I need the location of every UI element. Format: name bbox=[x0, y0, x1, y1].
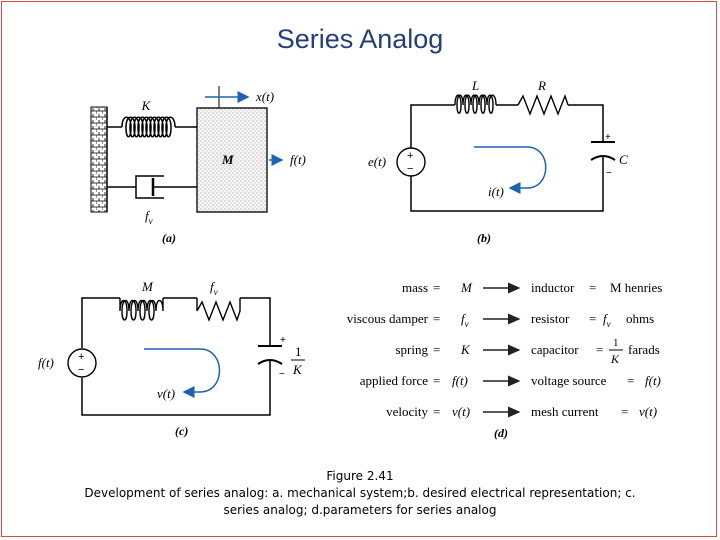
capacitor-label: C bbox=[619, 152, 628, 167]
svg-text:=: = bbox=[433, 373, 440, 388]
analog-resistor-label: fv bbox=[210, 279, 218, 297]
mesh-current-label: i(t) bbox=[488, 184, 504, 199]
svg-text:v(t): v(t) bbox=[639, 404, 657, 419]
applied-force-label: f(t) bbox=[290, 152, 306, 167]
param-row-mass: mass = M inductor = M henries bbox=[402, 280, 662, 295]
svg-text:voltage source: voltage source bbox=[531, 373, 607, 388]
caption-figure-number: Figure 2.41 bbox=[326, 469, 394, 483]
svg-text:=: = bbox=[621, 404, 628, 419]
panel-b-electrical-circuit: L R + − C + − e(t) i(t) (b) bbox=[368, 78, 628, 245]
svg-text:v(t): v(t) bbox=[452, 404, 470, 419]
panel-a-mechanical-system: K fv M x(t) f(t) (a) bbox=[90, 86, 306, 245]
svg-text:=: = bbox=[596, 342, 603, 357]
svg-text:capacitor: capacitor bbox=[531, 342, 579, 357]
analog-mesh-current-label: v(t) bbox=[157, 386, 175, 401]
mesh-current-arrow bbox=[474, 146, 547, 194]
spring-label: K bbox=[141, 98, 152, 113]
svg-text:=: = bbox=[433, 342, 440, 357]
panel-d-parameter-table: mass = M inductor = M henries viscous da… bbox=[347, 280, 663, 440]
svg-text:1: 1 bbox=[613, 337, 619, 349]
caption-text-line-2: series analog; d.parameters for series a… bbox=[223, 503, 497, 517]
inductor-coil bbox=[454, 94, 497, 114]
damper-element bbox=[107, 175, 197, 199]
svg-text:=: = bbox=[589, 280, 596, 295]
analog-capacitor-minus: − bbox=[279, 369, 285, 380]
source-plus: + bbox=[407, 150, 413, 162]
svg-text:fv: fv bbox=[603, 311, 611, 329]
caption-text-line-1: Development of series analog: a. mechani… bbox=[84, 486, 636, 500]
displacement-label: x(t) bbox=[255, 89, 274, 104]
circuit-b-wires bbox=[410, 104, 604, 212]
svg-text:fv: fv bbox=[461, 311, 469, 329]
circuit-c-wires bbox=[81, 297, 271, 416]
svg-text:M: M bbox=[460, 280, 473, 295]
resistor-label: R bbox=[537, 78, 546, 93]
svg-text:=: = bbox=[627, 373, 634, 388]
svg-text:=: = bbox=[433, 311, 440, 326]
analog-source-plus: + bbox=[78, 351, 84, 363]
source-minus: − bbox=[407, 163, 413, 175]
panel-c-label: (c) bbox=[175, 424, 188, 438]
svg-text:resistor: resistor bbox=[531, 311, 570, 326]
voltage-source bbox=[396, 147, 426, 177]
voltage-source-label: e(t) bbox=[368, 154, 386, 169]
analog-resistor-zigzag bbox=[196, 298, 241, 323]
spring-element bbox=[107, 116, 197, 138]
mass-block bbox=[196, 107, 268, 213]
slide-title: Series Analog bbox=[276, 24, 444, 54]
svg-text:K: K bbox=[460, 342, 471, 357]
svg-text:f(t): f(t) bbox=[452, 373, 468, 388]
param-row-velocity: velocity = v(t) mesh current = v(t) bbox=[386, 404, 657, 419]
analog-inductor-coil bbox=[119, 298, 164, 321]
capacitor-plus: + bbox=[605, 132, 611, 143]
fixed-wall bbox=[90, 106, 108, 213]
analog-capacitor-denominator: K bbox=[292, 362, 303, 377]
svg-text:velocity: velocity bbox=[386, 404, 428, 419]
panel-c-series-analog: M fv + − 1 K + − f(t) v(t) (c) bbox=[38, 279, 305, 438]
param-row-viscous-damper: viscous damper = fv resistor = fv ohms bbox=[347, 311, 654, 329]
capacitor-minus: − bbox=[606, 168, 612, 179]
analog-inductor-label: M bbox=[141, 279, 154, 294]
damper-label: fv bbox=[145, 208, 153, 226]
svg-text:=: = bbox=[433, 404, 440, 419]
svg-text:farads: farads bbox=[628, 342, 660, 357]
analog-capacitor-numerator: 1 bbox=[295, 344, 302, 359]
inductor-label: L bbox=[471, 78, 479, 93]
svg-text:f(t): f(t) bbox=[645, 373, 661, 388]
panel-d-label: (d) bbox=[494, 426, 508, 440]
svg-text:M henries: M henries bbox=[610, 280, 662, 295]
analog-mesh-current-arrow bbox=[144, 348, 221, 398]
analog-capacitor-element bbox=[257, 345, 283, 365]
svg-text:mesh current: mesh current bbox=[531, 404, 599, 419]
panel-a-label: (a) bbox=[162, 231, 176, 245]
analog-force-source bbox=[67, 348, 97, 378]
svg-text:viscous damper: viscous damper bbox=[347, 311, 429, 326]
mass-label: M bbox=[221, 152, 234, 167]
svg-text:mass: mass bbox=[402, 280, 428, 295]
capacitor-element bbox=[590, 141, 616, 161]
svg-text:=: = bbox=[589, 311, 596, 326]
analog-capacitor-plus: + bbox=[280, 335, 286, 346]
svg-text:spring: spring bbox=[396, 342, 429, 357]
panel-b-label: (b) bbox=[477, 231, 491, 245]
param-row-applied-force: applied force = f(t) voltage source = f(… bbox=[360, 373, 661, 388]
svg-text:inductor: inductor bbox=[531, 280, 575, 295]
svg-text:applied force: applied force bbox=[360, 373, 428, 388]
svg-text:=: = bbox=[433, 280, 440, 295]
figure-caption: Figure 2.41 Development of series analog… bbox=[70, 468, 650, 519]
param-row-spring: spring = K capacitor = 1 K farads bbox=[396, 337, 660, 366]
analog-source-label: f(t) bbox=[38, 355, 54, 370]
svg-text:ohms: ohms bbox=[626, 311, 654, 326]
resistor-zigzag bbox=[517, 93, 569, 116]
analog-source-minus: − bbox=[78, 364, 84, 376]
svg-text:K: K bbox=[610, 352, 620, 366]
